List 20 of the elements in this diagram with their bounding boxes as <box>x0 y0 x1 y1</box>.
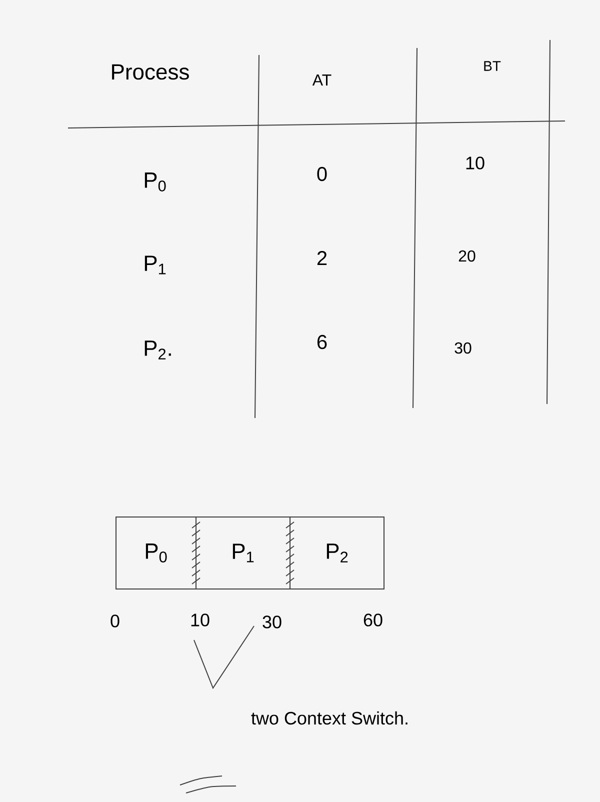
note-text: two Context Switch. <box>251 711 408 725</box>
gantt-cell: P$_{1}$ <box>196 516 290 590</box>
table-cell: 20 <box>458 250 476 262</box>
table-cell: 30 <box>454 342 472 354</box>
gantt-cell: P$_{2}$ <box>290 516 384 590</box>
table-cell: P$_{0}$ <box>144 172 166 192</box>
time-label: 60 <box>364 614 382 626</box>
table-cell: 10 <box>466 156 484 170</box>
table-cell: P$_{2}$. <box>144 340 171 360</box>
table-cell: 2 <box>317 251 327 265</box>
table-cell: 0 <box>317 166 327 182</box>
time-label: 30 <box>262 616 282 628</box>
table-cell: P$_{1}$ <box>144 256 166 274</box>
column-header: BT <box>484 61 501 71</box>
column-header: AT <box>312 74 332 86</box>
time-label: 0 <box>110 614 120 628</box>
gantt-cell: P$_{0}$ <box>116 516 196 590</box>
table-cell: 6 <box>317 334 327 350</box>
time-label: 10 <box>191 614 210 626</box>
column-header: Process <box>112 64 189 80</box>
